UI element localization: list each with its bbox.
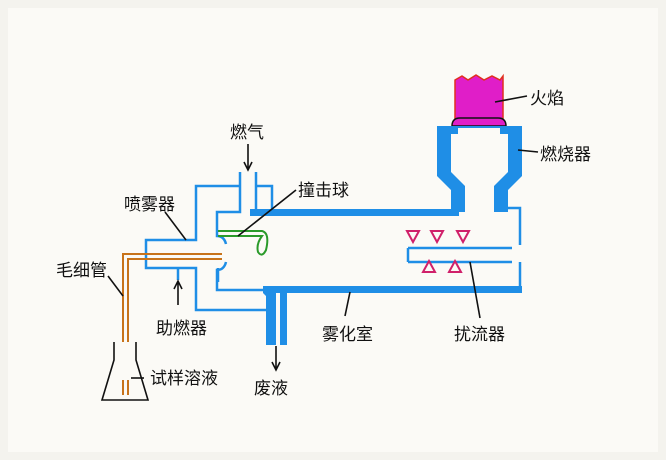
chamber-top-wall — [250, 209, 451, 216]
capillary-leader — [107, 275, 124, 297]
burner-joint-left — [451, 204, 459, 216]
label-fuel-gas: 燃气 — [230, 123, 264, 143]
label-impact-bead: 撞击球 — [298, 181, 349, 201]
flame-leader — [494, 95, 528, 103]
spoiler — [405, 230, 512, 273]
impact-bead — [218, 230, 269, 256]
capillary-tip — [122, 380, 129, 395]
burner — [437, 126, 522, 212]
spoiler-leader — [469, 261, 481, 319]
chamber-bottom-wall — [263, 286, 522, 345]
label-nebulizer: 喷雾器 — [124, 195, 175, 215]
label-burner: 燃烧器 — [540, 145, 591, 165]
chamber-right-wall-top — [508, 206, 522, 245]
fuel-arrow — [243, 144, 253, 172]
label-oxidant: 助燃器 — [156, 319, 207, 339]
sample-flask — [100, 342, 150, 401]
label-waste: 废液 — [254, 379, 288, 399]
flame — [451, 73, 507, 127]
waste-arrow — [271, 346, 281, 372]
label-spoiler: 扰流器 — [454, 325, 505, 345]
capillary — [122, 253, 222, 380]
impact-bead-leader — [237, 189, 297, 237]
label-flame: 火焰 — [530, 89, 564, 109]
background — [8, 8, 658, 452]
burner-leader — [517, 149, 539, 153]
label-capillary: 毛细管 — [56, 261, 107, 281]
chamber-leader — [344, 291, 351, 317]
label-spray-chamber: 雾化室 — [322, 325, 373, 345]
oxidant-arrow — [173, 279, 183, 305]
label-sample-solution: 试样溶液 — [150, 369, 218, 389]
nebulizer-leader — [164, 211, 187, 241]
